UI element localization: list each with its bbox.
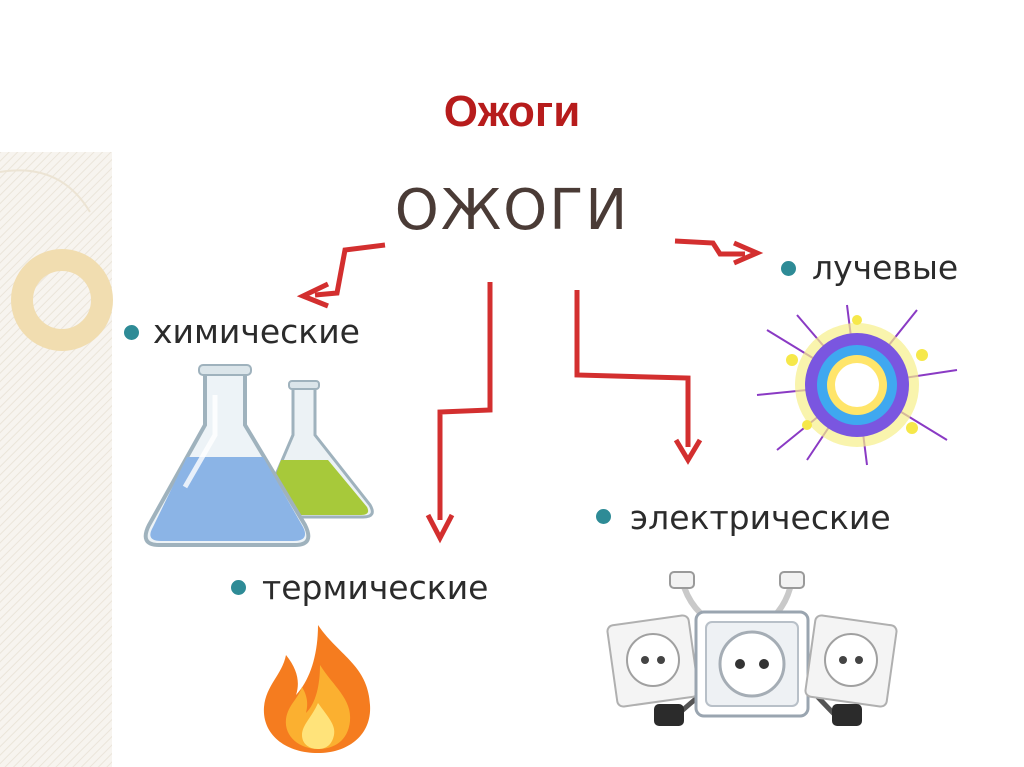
bullet-radiation — [781, 261, 796, 276]
decorative-side-panel — [0, 152, 113, 767]
bullet-chemical — [124, 325, 139, 340]
arrow-to-electrical — [574, 290, 691, 447]
label-chemical: химические — [153, 312, 360, 351]
label-radiation: лучевые — [812, 248, 959, 287]
arrow-to-thermal — [437, 282, 493, 520]
flame-icon — [263, 625, 371, 753]
diagram-root-title: ОЖОГИ — [394, 178, 630, 243]
label-electrical: электрические — [630, 498, 891, 537]
bullet-electrical — [596, 509, 611, 524]
radiation-burst-icon — [756, 304, 958, 466]
arrowhead-electrical — [673, 438, 703, 465]
electric-sockets-icon — [606, 571, 898, 726]
chemical-flasks-icon — [143, 364, 374, 547]
label-thermal: термические — [262, 568, 489, 607]
bullet-thermal — [231, 580, 246, 595]
arrowhead-radiation — [733, 240, 764, 266]
arrowhead-chemical — [296, 281, 330, 309]
arrow-to-chemical — [314, 242, 386, 298]
arrow-to-radiation — [674, 238, 745, 257]
slide-title: Ожоги — [443, 87, 581, 137]
arrowhead-thermal — [425, 513, 455, 544]
